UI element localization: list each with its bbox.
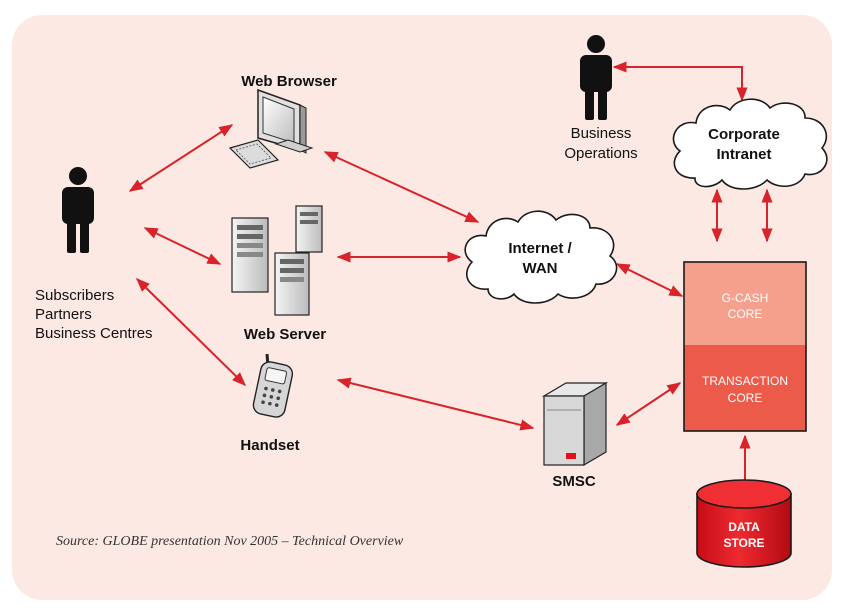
smsc-label: SMSC — [552, 473, 596, 490]
data-store-label-line1: DATA — [728, 520, 760, 534]
business-operations-label-line2: Operations — [564, 145, 637, 162]
business-centres-label: Business Centres — [35, 325, 153, 342]
corporate-intranet-cloud-icon — [672, 98, 828, 190]
internet-wan-label-line2: WAN — [523, 260, 558, 277]
business-operations-label-line1: Business — [571, 125, 632, 142]
gcash-core-label-line2: CORE — [728, 307, 763, 321]
core-stack-border — [683, 261, 807, 432]
arrow-internet-core — [615, 263, 684, 297]
transaction-core-label-line1: TRANSACTION — [702, 374, 788, 388]
data-store-label-line2: STORE — [723, 536, 764, 550]
web-server-icon — [231, 205, 323, 316]
internet-wan-cloud-icon — [464, 210, 618, 304]
source-caption: Source: GLOBE presentation Nov 2005 – Te… — [56, 534, 404, 549]
web-browser-computer-icon — [228, 88, 314, 169]
partners-label: Partners — [35, 306, 92, 323]
arrow-smsc-core — [615, 382, 682, 426]
web-browser-label: Web Browser — [241, 73, 337, 90]
connectors — [128, 61, 773, 480]
subscribers-label: Subscribers — [35, 287, 114, 304]
gcash-core-box — [684, 262, 806, 345]
business-operations-person-icon — [580, 35, 612, 120]
corporate-intranet-label-line2: Intranet — [716, 146, 771, 163]
handset-icon — [252, 353, 294, 418]
smsc-server-icon — [541, 381, 609, 467]
arrow-handset-smsc — [336, 377, 535, 431]
data-store-database-icon — [696, 479, 792, 568]
arrow-subscribers-server — [143, 227, 222, 265]
arrow-browser-internet — [323, 151, 480, 223]
corporate-intranet-label-line1: Corporate — [708, 126, 780, 143]
transaction-core-box — [684, 345, 806, 431]
core-stack — [683, 261, 807, 432]
handset-label: Handset — [240, 437, 299, 454]
web-server-label: Web Server — [244, 326, 326, 343]
arrow-operations-intranet — [612, 61, 748, 102]
internet-wan-label-line1: Internet / — [508, 240, 572, 257]
arrow-subscribers-browser — [128, 124, 234, 192]
arrow-subscribers-handset — [136, 278, 246, 386]
gcash-core-label-line1: G-CASH — [722, 291, 769, 305]
transaction-core-label-line2: CORE — [728, 391, 763, 405]
subscriber-person-icon — [62, 167, 94, 253]
